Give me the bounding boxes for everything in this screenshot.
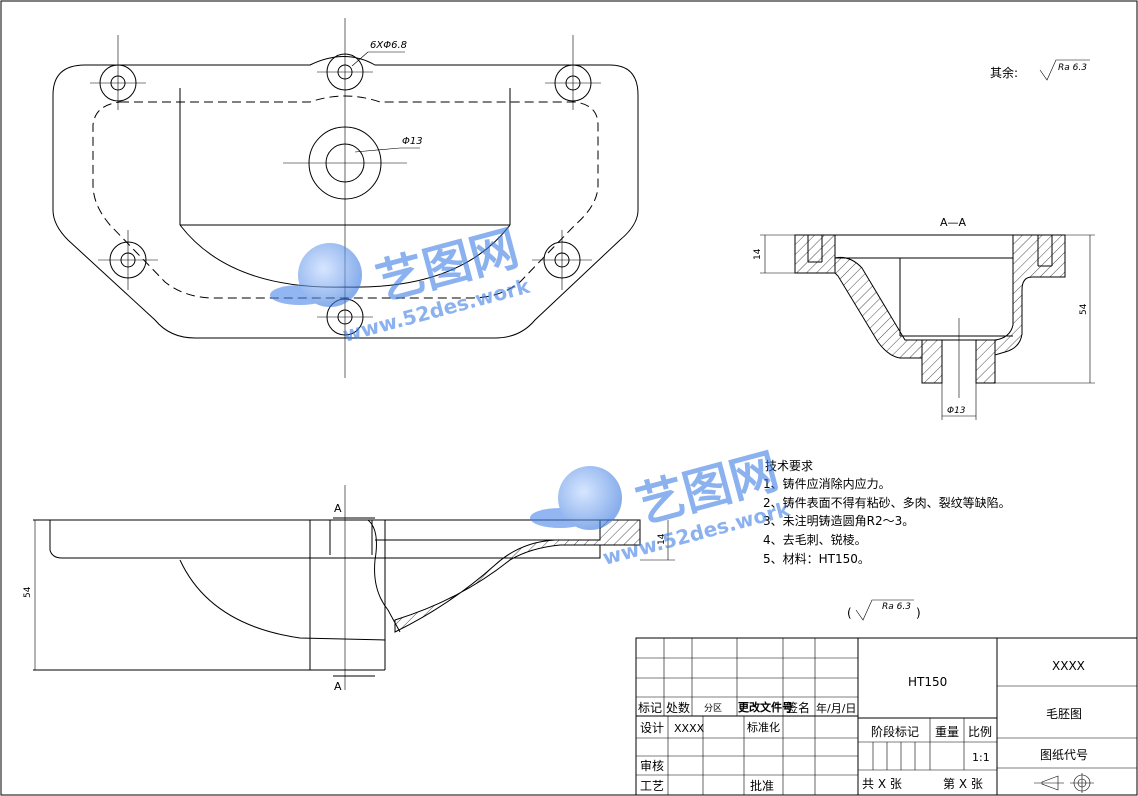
plan-view: 6XΦ6.8 Φ13 (52, 18, 639, 378)
stage-mark-label: 阶段标记 (871, 724, 919, 739)
bolt-hole-bottom-left (98, 230, 158, 290)
drawing-name: 毛胚图 (1046, 707, 1082, 721)
dim-section-height: 54 (1079, 303, 1089, 315)
tech-req-item: 2、铸件表面不得有粘砂、多肉、裂纹等缺陷。 (763, 495, 1011, 510)
rev-header-sign: 签名 (786, 700, 810, 715)
standardize-label: 标准化 (747, 720, 780, 734)
scale-label: 比例 (968, 725, 992, 739)
rev-header-mark: 标记 (638, 701, 662, 715)
svg-text:): ) (916, 606, 921, 620)
rev-header-doc: 更改文件号 (738, 700, 793, 714)
review-label: 审核 (640, 758, 664, 773)
roughness-bracket-value: Ra 6.3 (882, 602, 911, 612)
tech-req-item: 3、未注明铸造圆角R2～3。 (763, 513, 914, 528)
title-block: 标记 处数 分区 更改文件号 签名 年/月/日 设计 XXXX 标准化 审核 工… (635, 637, 1138, 796)
bolt-hole-bottom-right (532, 230, 592, 290)
dim-front-wall: 14 (657, 533, 667, 545)
material-value: HT150 (908, 675, 947, 689)
dim-section-bore: Φ13 (947, 406, 966, 416)
approve-label: 批准 (750, 778, 774, 793)
roughness-note-label: 其余: (990, 65, 1018, 80)
rev-header-zone: 分区 (704, 703, 722, 714)
bolt-hole-top-right (545, 35, 601, 110)
technical-requirements: 技术要求 1、铸件应消除内应力。 2、铸件表面不得有粘砂、多肉、裂纹等缺陷。 3… (763, 459, 1011, 566)
section-aa-title: A—A (940, 216, 967, 229)
dim-center-bore: Φ13 (402, 136, 423, 147)
section-aa-view: A—A 14 54 Φ13 (753, 216, 1095, 420)
bolt-hole-top-center (317, 53, 373, 91)
tech-req-title: 技术要求 (765, 459, 813, 473)
sheets-total: 共 X 张 (862, 777, 902, 791)
section-mark-top: A (334, 502, 342, 515)
dim-hole-pattern: 6XΦ6.8 (370, 40, 407, 51)
rev-header-date: 年/月/日 (816, 701, 856, 715)
projection-symbol-icon (1034, 773, 1094, 793)
design-label: 设计 (640, 721, 664, 735)
roughness-general-note: 其余: Ra 6.3 (990, 59, 1090, 81)
drawing-code-label: 图纸代号 (1040, 748, 1088, 762)
section-mark-bottom: A (334, 680, 342, 693)
dim-front-height: 54 (23, 586, 33, 598)
tech-req-item: 4、去毛刺、锐棱。 (763, 532, 867, 547)
sheet-number: 第 X 张 (943, 777, 983, 791)
scale-value: 1:1 (972, 751, 990, 764)
rev-header-count: 处数 (666, 700, 690, 715)
company-name: XXXX (1052, 659, 1085, 673)
svg-text:(: ( (847, 606, 852, 620)
designer-name: XXXX (674, 722, 705, 735)
tech-req-item: 1、铸件应消除内应力。 (763, 476, 891, 491)
bolt-hole-top-left (90, 35, 146, 110)
watermark-bottom: 艺图网 www.52des.work (530, 443, 793, 570)
roughness-note-value: Ra 6.3 (1058, 63, 1087, 73)
watermark-top: 艺图网 www.52des.work (270, 220, 533, 347)
roughness-bracket: ( Ra 6.3 ) (847, 599, 921, 621)
weight-label: 重量 (935, 725, 959, 739)
tech-req-item: 5、材料：HT150。 (763, 552, 870, 566)
process-label: 工艺 (640, 779, 664, 793)
dim-section-wall: 14 (753, 248, 763, 260)
